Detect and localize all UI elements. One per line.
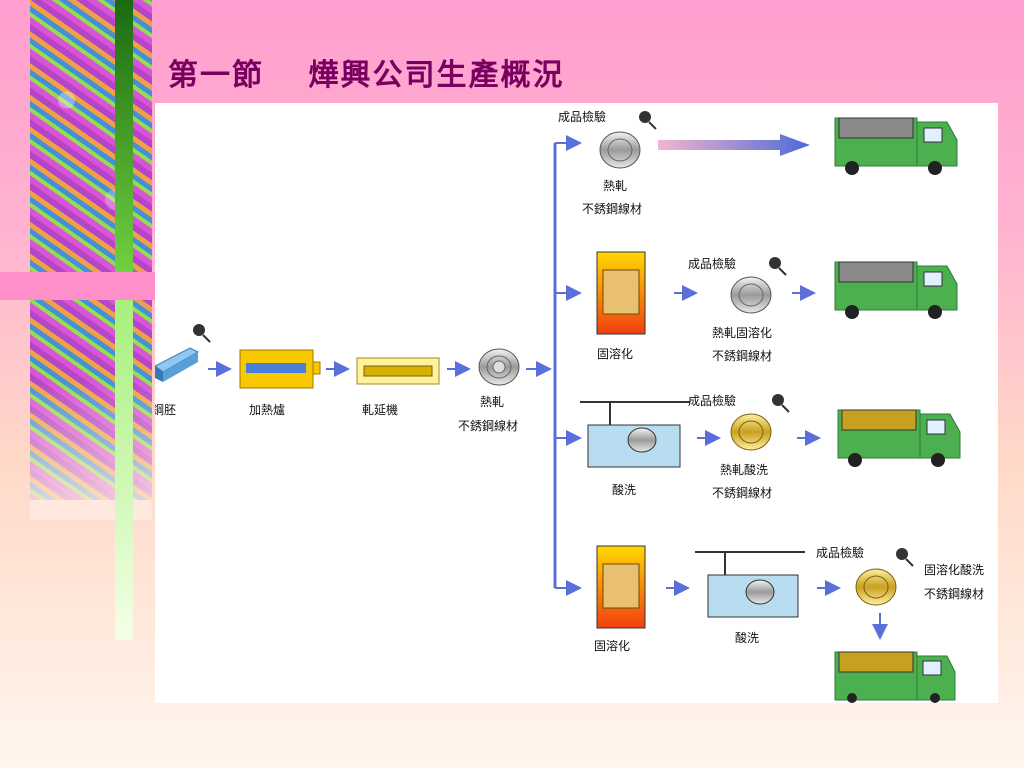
coil-icon [730, 413, 772, 451]
furnace-label: 加熱爐 [249, 402, 285, 417]
truck-icon [834, 651, 956, 703]
inspection-icon [772, 394, 790, 413]
branch1-label-2: 不銹鋼線材 [582, 201, 642, 216]
coil-icon [730, 276, 772, 314]
rolling-mill-icon [356, 357, 440, 385]
billet-label: 鋼胚 [155, 403, 176, 417]
inspection-icon [193, 324, 211, 343]
page-title: 第一節 燁興公司生產概況 [168, 58, 565, 93]
coil-icon [599, 131, 641, 169]
inspection-icon [896, 548, 914, 567]
coil-label-1: 熱軋 [480, 395, 504, 409]
solution-furnace-icon [596, 251, 646, 335]
inspection-label-4: 成品檢驗 [816, 545, 864, 560]
decoration-fade [30, 380, 152, 520]
inspection-icon [639, 111, 657, 130]
branch4-process1-label: 固溶化 [594, 638, 630, 653]
billet-icon [155, 347, 200, 382]
branch4-label-1: 固溶化酸洗 [924, 562, 984, 577]
process-diagram: 鋼胚 加熱爐 軋延機 熱軋 不銹鋼線材 成品檢驗 熱軋 不銹鋼線材 [155, 103, 998, 703]
pink-horizontal-bar [0, 272, 155, 300]
solution-furnace-icon [596, 545, 646, 629]
light-green-vertical-bar [115, 300, 133, 640]
truck-icon [837, 409, 961, 467]
inspection-label-3: 成品檢驗 [688, 393, 736, 408]
branch4-label-2: 不銹鋼線材 [924, 586, 984, 601]
branch3-label-2: 不銹鋼線材 [712, 485, 772, 500]
pickling-tank-icon [580, 401, 690, 468]
inspection-icon [769, 257, 787, 276]
truck-icon [834, 117, 958, 175]
coil-label-2: 不銹鋼線材 [458, 418, 518, 433]
branch3-label-1: 熱軋酸洗 [720, 462, 768, 477]
pickling-tank-icon [695, 551, 805, 618]
inspection-label-2: 成品檢驗 [688, 256, 736, 271]
inspection-label-1: 成品檢驗 [558, 109, 606, 124]
green-vertical-bar [115, 0, 133, 272]
branch4-process2-label: 酸洗 [735, 630, 759, 645]
furnace-icon [239, 349, 321, 389]
long-arrow [658, 134, 810, 156]
branch2-label-1: 熱軋固溶化 [712, 325, 772, 340]
branch2-process-label: 固溶化 [597, 346, 633, 361]
truck-icon [834, 261, 958, 319]
mill-label: 軋延機 [362, 402, 398, 417]
branch3-process-label: 酸洗 [612, 482, 636, 497]
branch2-label-2: 不銹鋼線材 [712, 348, 772, 363]
coil-icon [478, 348, 520, 386]
coil-icon [855, 568, 897, 606]
branch1-label-1: 熱軋 [603, 179, 627, 193]
